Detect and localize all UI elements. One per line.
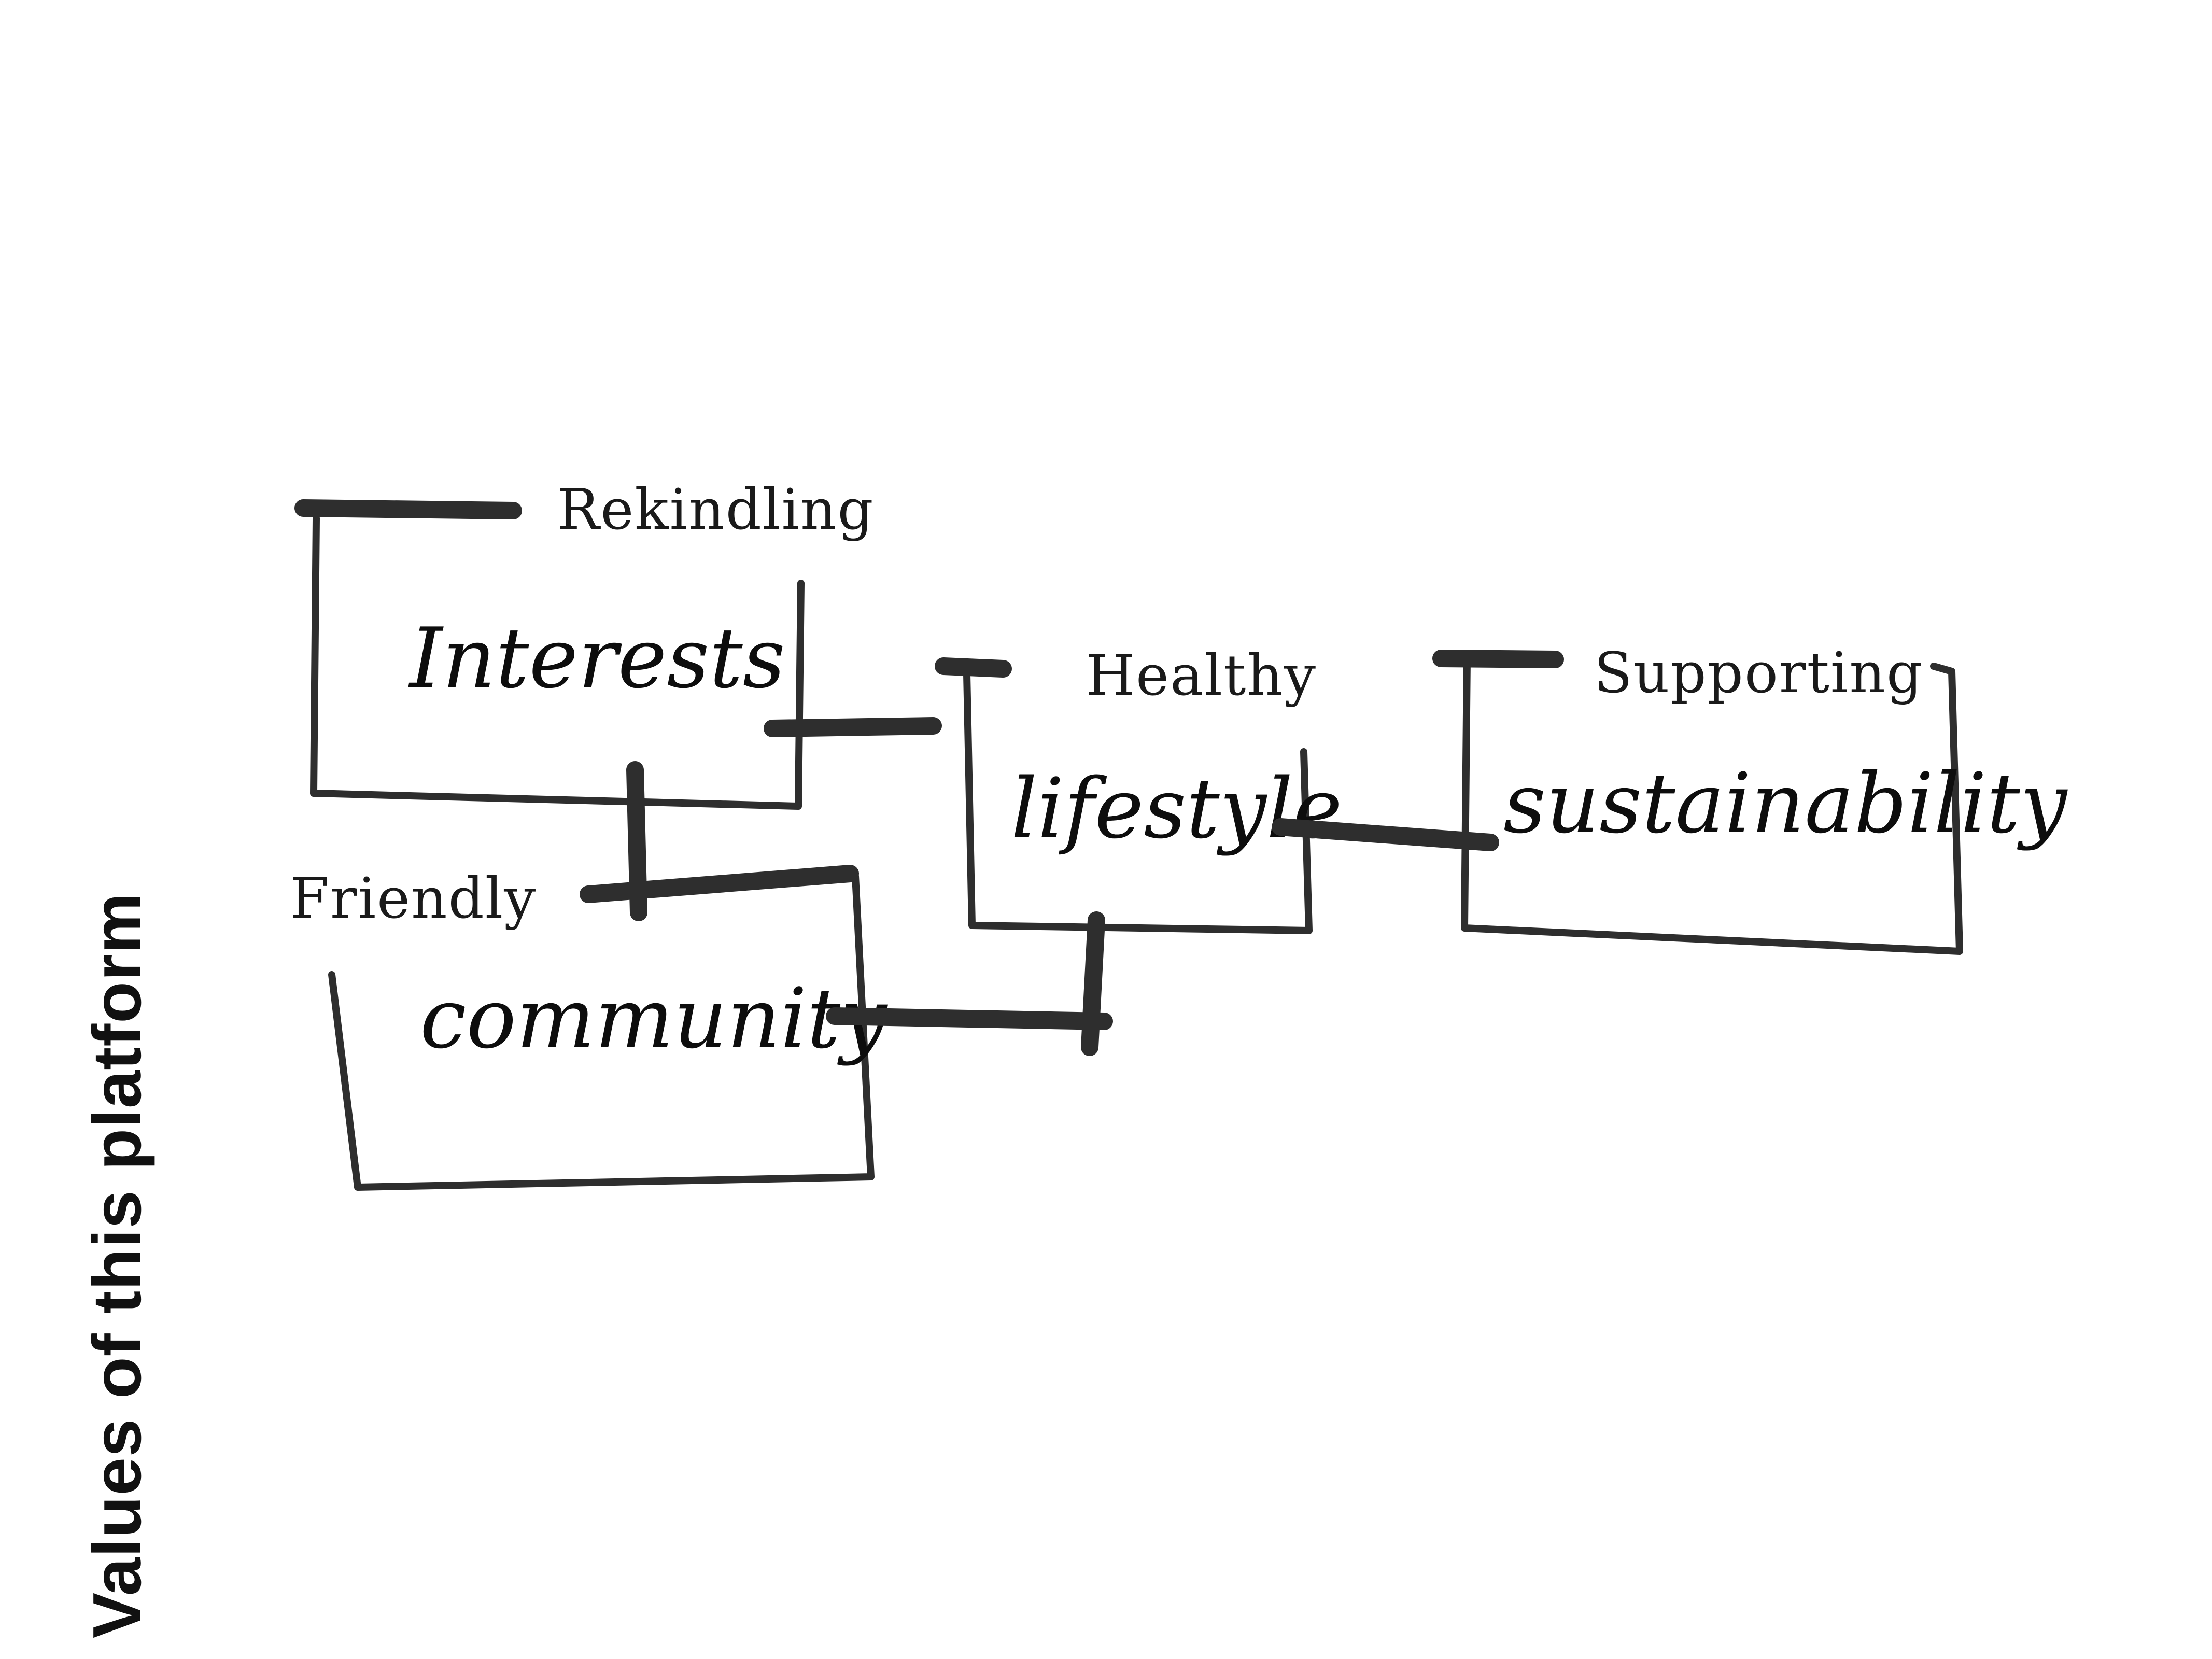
value-box-lifestyle: Healthy lifestyle <box>935 643 1342 934</box>
value-qualifier: Rekindling <box>557 477 875 542</box>
box-outline <box>963 670 1313 934</box>
connector-interests-lifestyle <box>764 717 942 737</box>
box-top-bar <box>1432 650 1564 668</box>
connector-interests-community <box>626 761 647 921</box>
box-outline <box>328 873 875 1191</box>
connector-community-lifestyle <box>826 1007 1113 1030</box>
value-qualifier: Supporting <box>1594 641 1923 706</box>
connectors <box>626 717 1499 1056</box>
box-top-bar <box>935 657 1012 678</box>
value-qualifier: Healthy <box>1086 643 1317 708</box>
box-top-bar <box>294 499 522 519</box>
value-box-sustainability: Supporting sustainability <box>1432 641 2068 955</box>
page-title: Values of this platform <box>79 892 155 1638</box>
value-word: lifestyle <box>1011 760 1342 857</box>
value-box-community: Friendly community <box>290 865 889 1191</box>
box-outline <box>310 515 805 810</box>
value-word: community <box>420 970 889 1067</box>
value-word: sustainability <box>1503 755 2068 852</box>
connector-lifestyle-sustainability <box>1272 818 1499 851</box>
box-top-bar <box>580 865 859 903</box>
value-qualifier: Friendly <box>290 866 537 931</box>
connector-lifestyle-drop <box>1081 911 1105 1056</box>
value-word: Interests <box>408 610 785 707</box>
value-box-interests: Rekindling Interests <box>294 477 875 810</box>
